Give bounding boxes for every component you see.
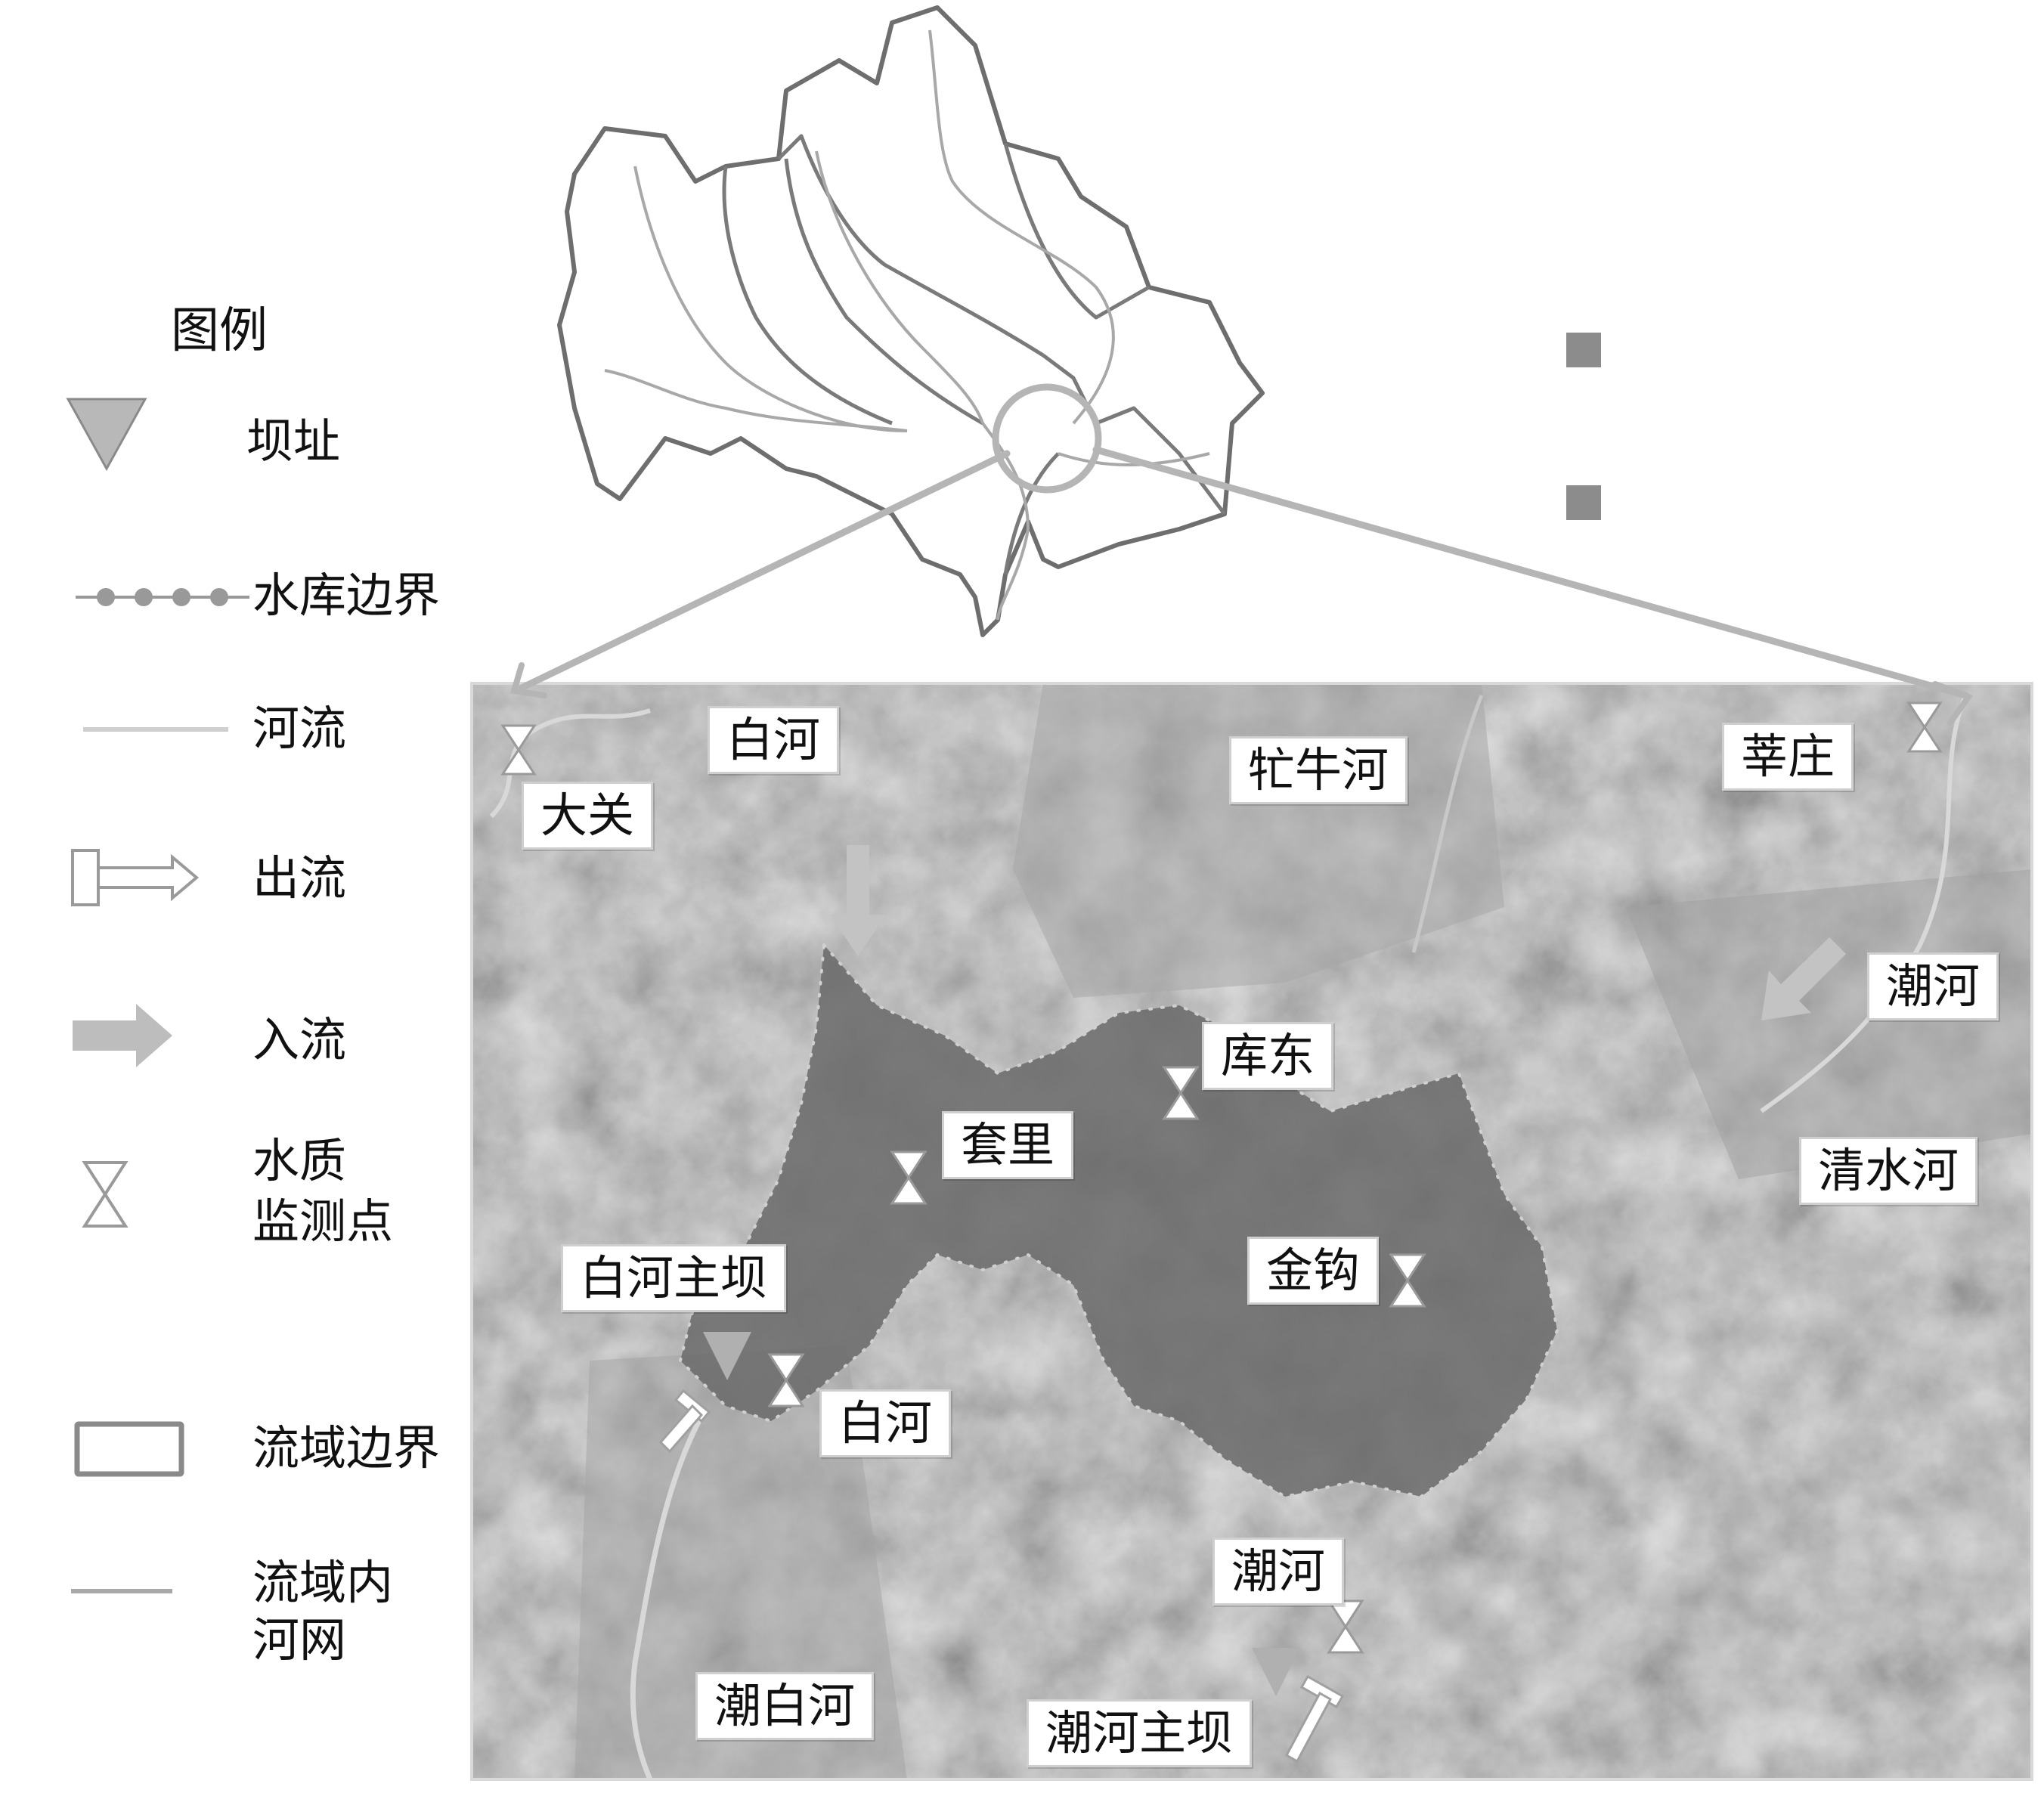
label-chaohe-right: 潮河 bbox=[1867, 952, 1999, 1020]
label-baihe-top: 白河 bbox=[708, 706, 840, 774]
monitor-taoli-icon bbox=[890, 1150, 928, 1205]
grey-square-1 bbox=[1566, 333, 1601, 367]
legend-title: 图例 bbox=[171, 303, 268, 359]
legend-label-monitoring-1: 水质 bbox=[252, 1133, 347, 1188]
reservoir-water bbox=[680, 945, 1557, 1497]
legend-label-river: 河流 bbox=[252, 701, 347, 756]
label-baihe-dam: 白河主坝 bbox=[561, 1244, 787, 1312]
label-taoli: 套里 bbox=[942, 1111, 1074, 1179]
monitor-chaohe-icon bbox=[1327, 1599, 1364, 1654]
monitor-jingou-icon bbox=[1389, 1253, 1426, 1308]
label-xinzhuang: 莘庄 bbox=[1722, 723, 1854, 791]
label-qingshuihe: 清水河 bbox=[1799, 1137, 1978, 1205]
reservoir-boundary bbox=[678, 941, 1559, 1499]
label-daguan: 大关 bbox=[522, 782, 654, 850]
river-chaohe bbox=[1760, 694, 1968, 1113]
zoom-circle bbox=[992, 383, 1102, 494]
label-chaohe-dam: 潮河主坝 bbox=[1027, 1699, 1253, 1767]
basin-map bbox=[557, 5, 1265, 637]
label-kudong: 库东 bbox=[1202, 1022, 1334, 1090]
label-jingou: 金钩 bbox=[1247, 1237, 1380, 1305]
outflow-baihe-icon bbox=[658, 1389, 711, 1454]
basin-river-network bbox=[604, 29, 1210, 621]
label-chaobaihe: 潮白河 bbox=[695, 1672, 875, 1740]
monitor-kudong-icon bbox=[1162, 1066, 1200, 1120]
monitor-baihe-icon bbox=[767, 1353, 805, 1407]
outflow-chaohe-icon bbox=[1284, 1674, 1345, 1763]
monitor-xinzhuang-icon bbox=[1906, 701, 1943, 753]
label-chaohe-bottom: 潮河 bbox=[1212, 1537, 1345, 1606]
legend-label-network-2: 河网 bbox=[252, 1612, 347, 1667]
inflow-baihe-icon bbox=[830, 845, 886, 956]
outflow-arrow-icon bbox=[71, 849, 200, 906]
triangle-icon bbox=[66, 398, 147, 472]
dam-baihe-icon bbox=[703, 1332, 751, 1380]
legend-label-reservoir-boundary: 水库边界 bbox=[252, 568, 441, 623]
basin-boundary bbox=[557, 5, 1265, 637]
label-qianniuhe: 牤牛河 bbox=[1229, 736, 1408, 804]
rectangle-icon bbox=[74, 1421, 184, 1477]
inflow-chaohe-icon bbox=[1761, 937, 1846, 1020]
zoom-connectors bbox=[509, 446, 1974, 726]
legend-label-basin-boundary: 流域边界 bbox=[252, 1420, 441, 1476]
sub-basin-lines bbox=[722, 134, 1226, 575]
legend-label-inflow: 入流 bbox=[252, 1012, 347, 1067]
hourglass-icon bbox=[82, 1161, 129, 1228]
label-baihe-bottom: 白河 bbox=[819, 1389, 952, 1457]
monitoring-points bbox=[500, 701, 1943, 1654]
grey-square-2 bbox=[1566, 485, 1601, 520]
legend-label-monitoring-2: 监测点 bbox=[252, 1194, 394, 1249]
dotted-line-icon bbox=[76, 588, 249, 606]
river-qianniuhe bbox=[1411, 695, 1484, 953]
legend-label-network-1: 流域内 bbox=[252, 1555, 394, 1610]
monitor-daguan-icon bbox=[500, 724, 537, 776]
legend-label-outflow: 出流 bbox=[252, 850, 347, 906]
dam-chaohe-icon bbox=[1252, 1648, 1300, 1696]
map-frame bbox=[470, 682, 2033, 1781]
legend-label-dam: 坝址 bbox=[246, 413, 341, 469]
legend-symbols bbox=[66, 398, 249, 1593]
river-chaobaihe bbox=[630, 1412, 706, 1779]
inflow-arrow-icon bbox=[73, 1004, 172, 1067]
satellite-image bbox=[472, 683, 2032, 1779]
